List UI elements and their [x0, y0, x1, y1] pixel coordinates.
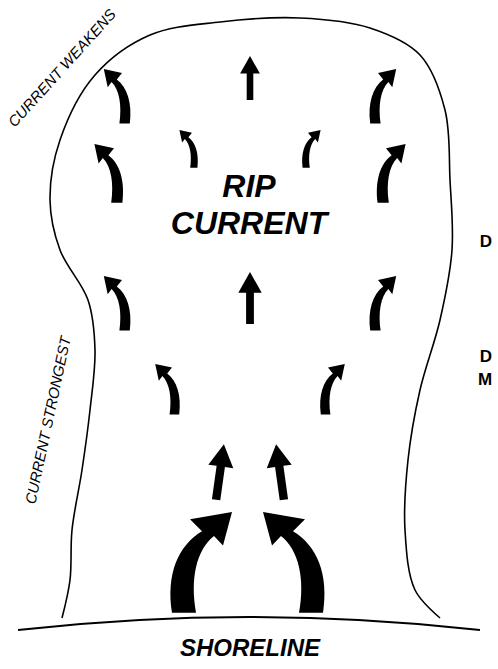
plume-outline-path — [50, 18, 453, 618]
rip-current-plume: RIP CURRENT — [0, 0, 498, 625]
flow-arrow — [104, 276, 131, 331]
flow-arrow — [264, 443, 297, 502]
flow-arrow — [240, 56, 260, 100]
plume-title: RIP CURRENT — [149, 168, 349, 242]
flow-arrow — [94, 144, 123, 203]
region-label: CURRENT STRONGEST — [22, 335, 74, 506]
cropped-letter: D — [480, 233, 492, 252]
flow-arrow — [302, 130, 320, 168]
flow-arrow — [155, 364, 180, 414]
shoreline-line — [18, 617, 480, 630]
flow-arrow — [204, 443, 237, 502]
cropped-letter: D — [480, 348, 492, 367]
flow-arrow — [238, 272, 261, 324]
flow-arrow — [104, 69, 131, 124]
flow-arrow — [370, 276, 397, 331]
flow-arrows — [94, 56, 405, 613]
flow-arrow — [170, 512, 232, 613]
flow-arrow — [377, 144, 406, 203]
plume-outline — [0, 0, 498, 625]
flow-arrow — [370, 69, 397, 124]
flow-arrow — [179, 130, 197, 168]
cropped-letter: M — [478, 371, 492, 390]
flow-arrow — [263, 512, 325, 613]
shoreline-label: SHORELINE — [180, 635, 320, 661]
flow-arrow — [320, 364, 345, 414]
